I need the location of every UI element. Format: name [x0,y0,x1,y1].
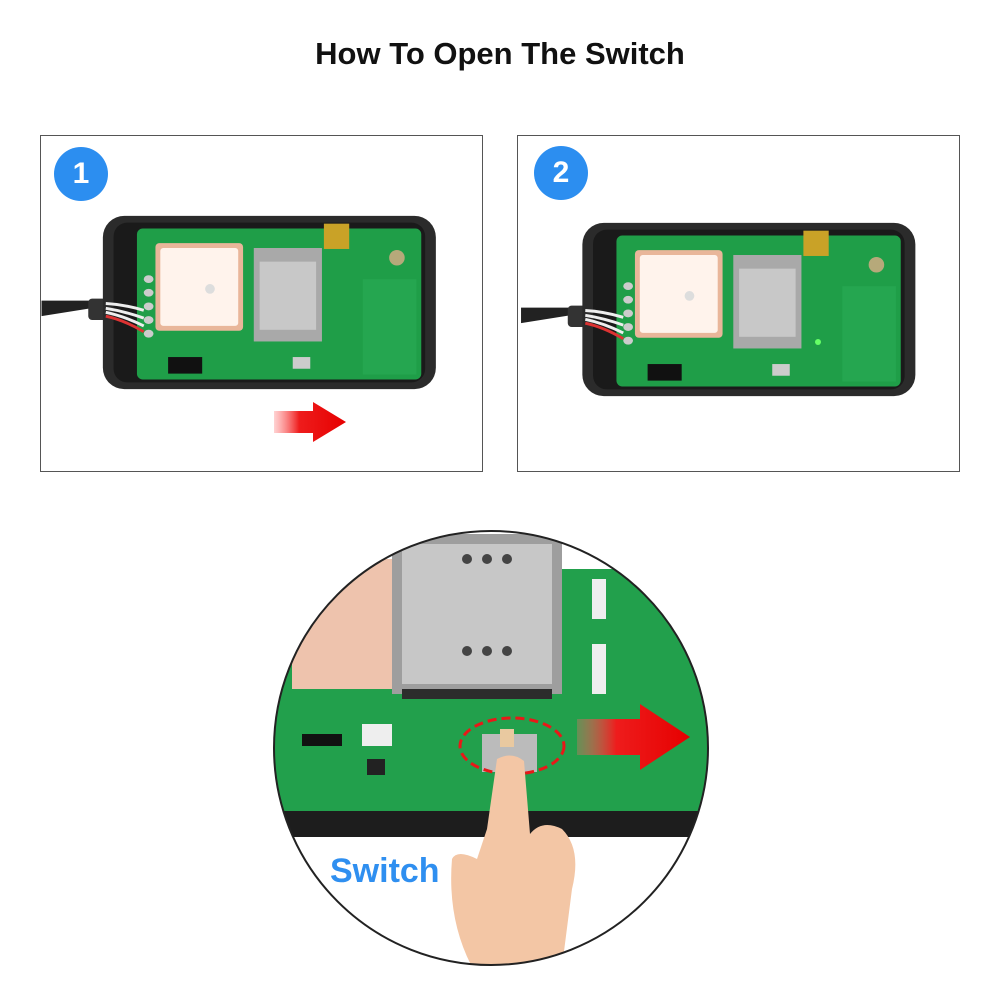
step-2-panel: 2 [517,135,960,472]
step-1-panel: 1 [40,135,483,472]
step-number-badge: 2 [534,146,588,200]
led-indicator-icon [815,339,821,345]
device-image-step-2 [519,221,917,398]
arrow-right-icon [274,402,346,442]
switch-label: Switch [330,852,440,890]
finger-image [451,755,576,965]
step-number-badge: 1 [54,147,108,201]
page-title: How To Open The Switch [315,36,685,71]
arrow-right-icon [577,704,690,770]
device-image-step-1 [41,214,438,442]
switch-closeup-image [273,530,709,966]
